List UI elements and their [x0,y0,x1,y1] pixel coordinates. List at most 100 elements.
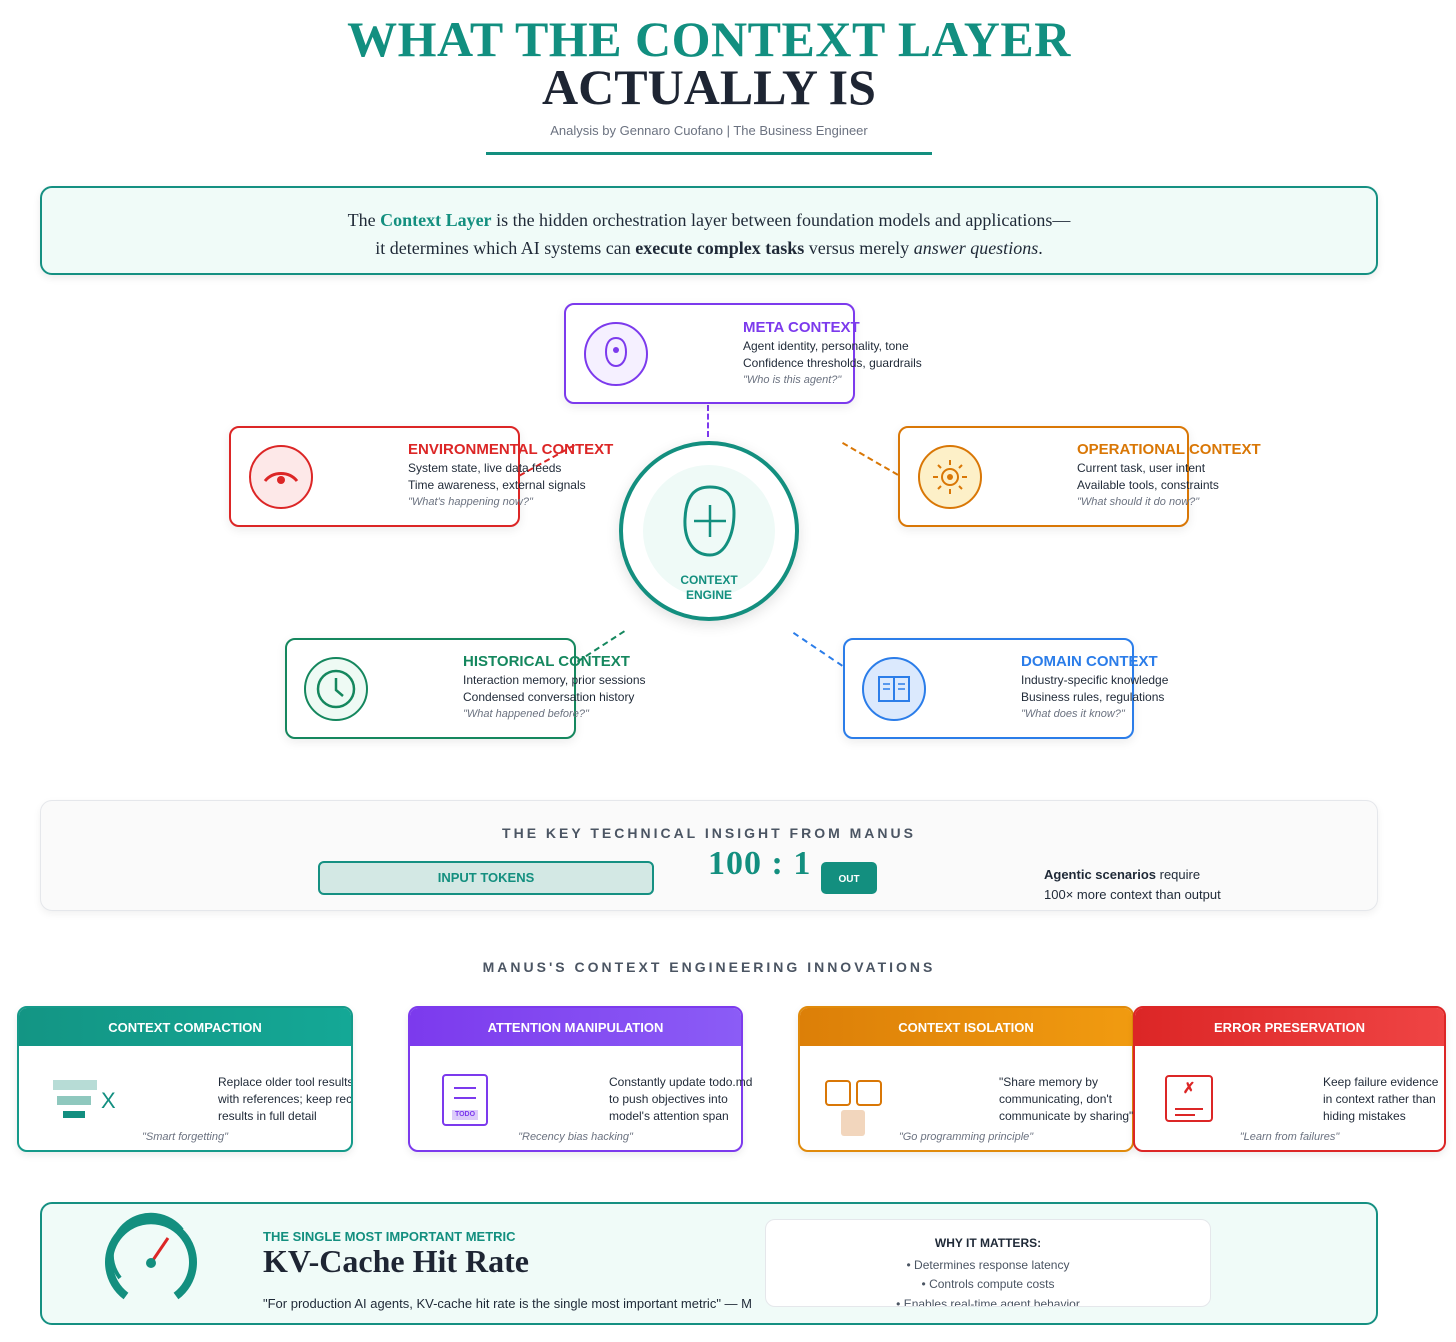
meta-context-card [564,303,855,404]
clock-icon [304,657,368,721]
identity-icon [584,322,648,386]
metric-title: KV-Cache Hit Rate [263,1243,529,1279]
title-underline [486,152,932,155]
why-item: • Enables real-time agent behavior [896,1296,1080,1307]
shield-plus-icon [683,485,736,557]
eye-icon [249,445,313,509]
why-item: • Determines response latency [906,1257,1070,1272]
context-title: OPERATIONAL CONTEXT [1077,441,1261,458]
historical-context-text: HISTORICAL CONTEXT Interaction memory, p… [463,652,646,723]
error-x: ✗ [1182,1080,1196,1097]
context-question: "What should it do now?" [1077,496,1200,508]
engine-label: CONTEXT [680,573,738,587]
context-line: Interaction memory, prior sessions [463,673,646,687]
card-desc: Constantly update todo.md [609,1075,753,1089]
context-title: META CONTEXT [743,319,860,336]
context-title: ENVIRONMENTAL CONTEXT [408,441,614,458]
insight-heading: THE KEY TECHNICAL INSIGHT FROM MANUS [502,825,916,841]
compaction-icon: X [53,1080,116,1118]
connector-operational [842,442,899,476]
subtitle: Analysis by Gennaro Cuofano | The Busine… [550,123,868,138]
gauge-icon [105,1212,197,1300]
innovation-card-compaction: CONTEXT COMPACTION X Replace older tool … [17,1006,353,1152]
engine-label: ENGINE [685,588,732,602]
todo-icon: TODO [442,1074,488,1126]
metric-quote: "For production AI agents, KV-cache hit … [263,1296,752,1311]
why-heading: WHY IT MATTERS: [934,1236,1042,1250]
why-item: • Controls compute costs [921,1277,1055,1291]
todo-label: TODO [452,1110,478,1120]
intro-bold: execute complex tasks [635,238,805,258]
connector-domain [792,632,843,667]
sun-icon [918,445,982,509]
context-line: System state, live data feeds [408,461,562,475]
historical-context-card [285,638,576,739]
intro-text: versus merely [804,238,914,258]
card-desc: hiding mistakes [1323,1109,1406,1123]
context-line: Agent identity, personality, tone [743,339,909,353]
operational-context-card [898,426,1189,527]
card-quote: "Learn from failures" [1239,1131,1340,1143]
metric-kicker: THE SINGLE MOST IMPORTANT METRIC [263,1229,516,1244]
context-question: "What's happening now?" [408,496,533,508]
context-line: Business rules, regulations [1021,690,1165,704]
token-ratio: 100 : 1 [708,845,812,882]
context-line: Industry-specific knowledge [1021,673,1169,687]
operational-context-text: OPERATIONAL CONTEXT Current task, user i… [1077,440,1261,511]
card-desc: model's attention span [609,1109,729,1123]
title-line-2: ACTUALLY IS [542,59,876,115]
card-title: ATTENTION MANIPULATION [410,1008,741,1046]
innovation-card-attention: ATTENTION MANIPULATION TODO Constantly u… [408,1006,752,1152]
title-line-1: WHAT THE CONTEXT LAYER [347,11,1071,67]
book-icon [862,657,926,721]
card-title: CONTEXT COMPACTION [19,1008,351,1046]
card-desc: to push objectives into [609,1092,728,1106]
icon-x: X [101,1088,116,1113]
intro-text: The [347,210,381,230]
context-question: "What does it know?" [1021,708,1125,720]
intro-text: is the hidden orchestration layer betwee… [491,210,1071,230]
environmental-context-card [229,426,520,527]
error-doc-icon: ✗ [1165,1075,1213,1122]
innovations-heading: MANUS'S CONTEXT ENGINEERING INNOVATIONS [482,959,936,975]
why-it-matters-box: WHY IT MATTERS: • Determines response la… [765,1219,1211,1307]
insight-note-text: 100× more context than output [1044,887,1221,902]
card-quote: "Go programming principle" [898,1131,1034,1143]
innovation-card-error: ERROR PRESERVATION ✗ Keep failure eviden… [1133,1006,1446,1152]
card-desc: in context rather than [1323,1092,1436,1106]
intro-italic: answer questions [913,238,1039,258]
output-tokens-bar: OUT [821,862,877,894]
context-title: DOMAIN CONTEXT [1021,653,1158,670]
card-desc: communicating, don't [999,1092,1113,1106]
context-line: Confidence thresholds, guardrails [743,356,922,370]
context-line: Time awareness, external signals [408,478,586,492]
card-desc: communicate by sharing" [999,1109,1134,1123]
connector-meta [707,405,709,437]
card-desc: Keep failure evidence [1323,1075,1439,1089]
input-tokens-bar: INPUT TOKENS [318,861,654,895]
card-desc: results in full detail [218,1109,317,1123]
card-title: ERROR PRESERVATION [1135,1008,1444,1046]
card-desc: Replace older tool results [218,1075,353,1089]
context-line: Available tools, constraints [1077,478,1219,492]
isolation-icon [825,1080,882,1136]
insight-note-text: require [1156,867,1201,882]
card-desc: with references; keep recent [218,1092,353,1106]
intro-text: . [1038,238,1043,258]
environmental-context-text: ENVIRONMENTAL CONTEXT System state, live… [408,440,613,511]
insight-note-bold: Agentic scenarios [1044,867,1156,882]
context-question: "Who is this agent?" [743,374,842,386]
insight-note: Agentic scenarios require 100× more cont… [1044,865,1221,905]
context-line: Current task, user intent [1077,461,1206,475]
context-question: "What happened before?" [463,708,589,720]
card-desc: "Share memory by [999,1075,1098,1089]
intro-text: it determines which AI systems can [375,238,636,258]
domain-context-card [843,638,1134,739]
card-quote: "Recency bias hacking" [518,1131,633,1143]
context-title: HISTORICAL CONTEXT [463,653,630,670]
meta-context-text: META CONTEXT Agent identity, personality… [743,318,922,389]
card-quote: "Smart forgetting" [141,1131,229,1143]
context-line: Condensed conversation history [463,690,635,704]
